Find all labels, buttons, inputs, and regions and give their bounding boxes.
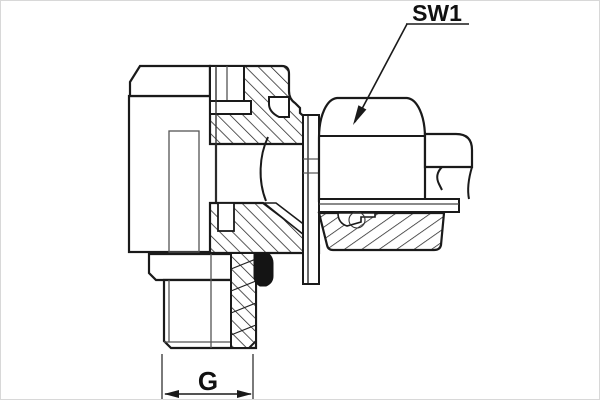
chamber-curve (259, 136, 269, 202)
stud-section-hatch (230, 252, 257, 349)
dim-arrow-right-icon (237, 390, 252, 398)
thread-lines (230, 258, 257, 336)
tube-end (423, 132, 474, 169)
leader-arrowhead-icon (353, 105, 367, 125)
leader-line (354, 23, 408, 123)
seal-oring (253, 252, 274, 287)
wrench-size-label: SW1 (412, 1, 462, 26)
sw1-callout: SW1 (353, 1, 469, 125)
g-dimension: G (161, 354, 254, 399)
thread-dimension-label: G (198, 366, 218, 396)
tube-wall (318, 198, 460, 213)
threaded-stud (147, 252, 274, 350)
dim-arrow-left-icon (164, 390, 179, 398)
swivel-nut (317, 96, 427, 203)
nut-and-tube (302, 96, 474, 285)
banjo-body (127, 64, 218, 254)
cutting-ring (337, 212, 376, 227)
nut-section-hatch (317, 211, 446, 252)
washer (302, 114, 320, 285)
